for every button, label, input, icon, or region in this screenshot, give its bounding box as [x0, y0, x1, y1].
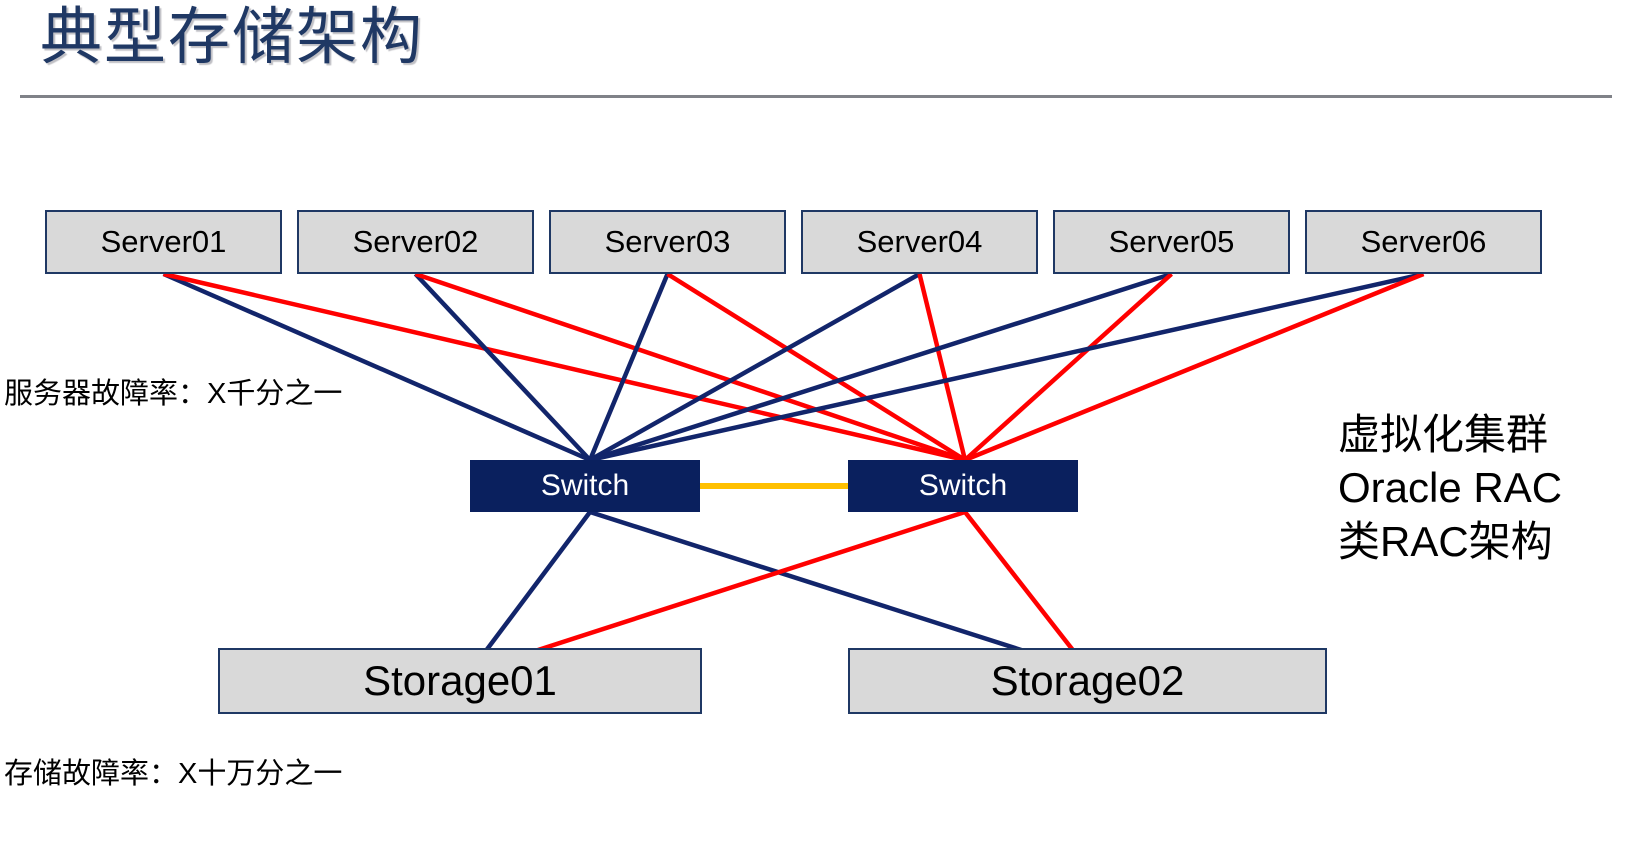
node-server-01[interactable]: Server01 [45, 210, 282, 274]
link-server-4-to-switch-right [917, 273, 968, 461]
node-label: Storage01 [363, 657, 557, 704]
node-label: Server01 [100, 224, 227, 259]
link-server-3-to-switch-left [587, 273, 670, 461]
node-label: Switch [540, 469, 630, 502]
link-server-3-to-switch-right [666, 272, 967, 462]
cluster-type-line-3: 类RAC架构 [1338, 517, 1553, 565]
node-switch-left[interactable]: Switch [470, 460, 700, 512]
node-server-06[interactable]: Server06 [1305, 210, 1542, 274]
link-server-2-to-switch-right [414, 271, 966, 463]
annotation-storage-failure-rate: 存储故障率：X十万分之一 [4, 758, 343, 790]
node-server-03[interactable]: Server03 [549, 210, 786, 274]
link-server-4-to-switch-left [588, 272, 921, 462]
link-server-6-to-switch-left [589, 271, 1424, 463]
annotation-cluster-types: 虚拟化集群 Oracle RAC 类RAC架构 [1338, 408, 1562, 568]
cluster-type-line-1: 虚拟化集群 [1338, 411, 1549, 458]
link-server-5-to-switch-left [589, 271, 1173, 463]
node-label: Server05 [1108, 224, 1235, 259]
annotation-server-failure-rate: 服务器故障率：X千分之一 [4, 378, 343, 410]
cluster-type-line-2: Oracle RAC [1338, 464, 1563, 512]
node-server-04[interactable]: Server04 [801, 210, 1038, 274]
node-server-02[interactable]: Server02 [297, 210, 534, 274]
node-label: Storage02 [990, 657, 1185, 704]
node-label: Server06 [1360, 224, 1487, 259]
node-switch-right[interactable]: Switch [848, 460, 1078, 512]
node-server-05[interactable]: Server05 [1053, 210, 1290, 274]
node-label: Switch [918, 469, 1008, 502]
link-server-5-to-switch-right [963, 272, 1174, 462]
link-server-1-to-switch-left [162, 271, 591, 463]
node-label: Server02 [352, 224, 479, 259]
node-label: Server03 [604, 224, 731, 259]
link-server-2-to-switch-left [413, 272, 592, 462]
page-title: 典型存储架构 [40, 3, 425, 72]
link-server-1-to-switch-right [162, 271, 966, 463]
node-label: Server04 [856, 224, 983, 259]
node-storage-01[interactable]: Storage01 [218, 648, 702, 714]
node-storage-02[interactable]: Storage02 [848, 648, 1327, 714]
title-divider [20, 95, 1612, 98]
